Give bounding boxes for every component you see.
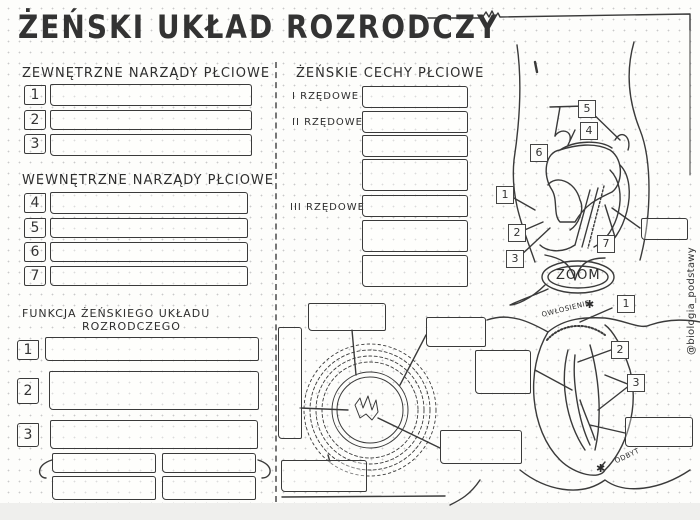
follicle-label-box-right[interactable] [475,350,531,394]
anus-star-icon: ✱ [596,462,606,475]
function-answer-2[interactable] [49,371,259,410]
function-heading-line2: ROZRODCZEGO [82,320,181,333]
vulva-label-box-right[interactable] [625,417,693,447]
uterus-label-7: 7 [597,235,615,253]
uterus-label-1: 1 [496,186,514,204]
function-answer-3a[interactable] [52,453,156,473]
follicle-label-box-bottom-right[interactable] [440,430,522,464]
tertiary-traits-answer-3[interactable] [362,255,468,287]
internal-organ-number-7: 7 [24,266,46,286]
external-organ-number-2: 2 [24,110,46,130]
vulva-label-2: 2 [611,341,629,359]
author-watermark: @biologia_podstawy [686,247,697,355]
external-organ-answer-1[interactable] [50,84,252,106]
page-title: ŻEŃSKI UKŁAD ROZRODCZY [18,8,500,46]
rank-2-label: II RZĘDOWE [292,117,363,128]
uterus-label-4: 4 [580,122,598,140]
internal-organ-answer-5[interactable] [50,218,248,238]
function-answer-1[interactable] [45,337,259,361]
vulva-label-3: 3 [627,374,645,392]
column-divider [275,62,277,502]
hair-star-icon: ✱ [585,298,595,311]
function-answer-3d[interactable] [162,476,256,500]
tertiary-traits-answer-2[interactable] [362,220,468,252]
function-answer-3[interactable] [50,420,258,449]
internal-organ-answer-7[interactable] [50,266,248,286]
external-organ-answer-2[interactable] [50,110,252,130]
rank-1-label: I RZĘDOWE [292,91,360,102]
uterus-label-2: 2 [508,224,526,242]
secondary-traits-answer-1[interactable] [362,111,468,133]
uterus-label-6: 6 [530,144,548,162]
uterus-label-box-right[interactable] [641,218,688,240]
follicle-label-box-bottom-left[interactable] [281,460,367,492]
zoom-label: ZOOM [556,268,601,283]
secondary-traits-answer-3[interactable] [362,159,468,191]
internal-organ-answer-6[interactable] [50,242,248,262]
uterus-label-3: 3 [506,250,524,268]
external-organs-heading: ZEWNĘTRZNE NARZĄDY PŁCIOWE [22,66,271,81]
page-bottom-edge [0,503,700,520]
internal-organ-answer-4[interactable] [50,192,248,214]
external-organ-answer-3[interactable] [50,134,252,156]
internal-organ-number-4: 4 [24,193,46,213]
vulva-label-1: 1 [617,295,635,313]
external-organ-number-1: 1 [24,85,46,105]
function-answer-3b[interactable] [162,453,256,473]
tertiary-traits-answer-1[interactable] [362,195,468,217]
rank-3-label: III RZĘDOWE [290,202,365,213]
function-number-2: 2 [17,378,39,404]
function-number-1: 1 [17,340,39,360]
follicle-label-box-top-right[interactable] [426,317,486,347]
follicle-label-box-top[interactable] [308,303,386,331]
function-answer-3c[interactable] [52,476,156,500]
function-number-3: 3 [17,423,39,447]
function-heading-line1: FUNKCJA ŻEŃSKIEGO UKŁADU [22,307,211,320]
sex-traits-heading: ŻEŃSKIE CECHY PŁCIOWE [296,66,485,81]
internal-organ-number-5: 5 [24,218,46,238]
uterus-label-5: 5 [578,100,596,118]
internal-organ-number-6: 6 [24,242,46,262]
follicle-label-box-left[interactable] [278,327,302,439]
secondary-traits-answer-2[interactable] [362,135,468,157]
internal-organs-heading: WEWNĘTRZNE NARZĄDY PŁCIOWE [22,173,274,188]
primary-traits-answer[interactable] [362,86,468,108]
external-organ-number-3: 3 [24,134,46,154]
